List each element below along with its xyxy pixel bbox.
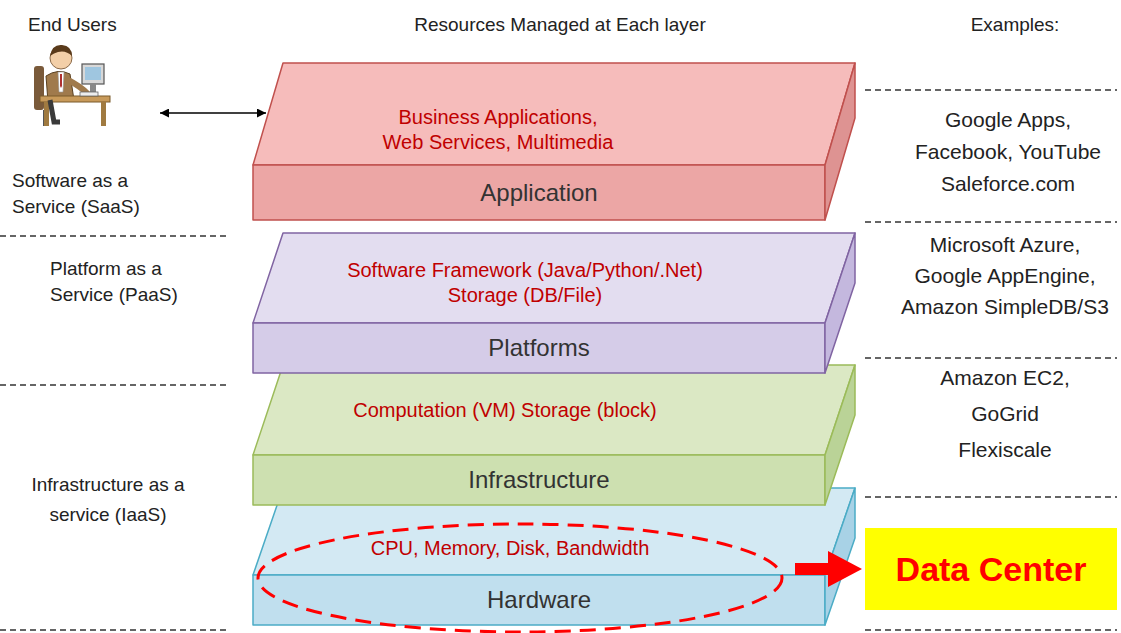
desk-top xyxy=(40,96,110,102)
user-arm xyxy=(68,80,88,94)
column-heading: Examples: xyxy=(971,12,1060,38)
text-area: Software Framework (Java/Python/.Net) St… xyxy=(340,258,710,308)
slab-side-face xyxy=(825,63,855,220)
service-model-name: Infrastructure as a service (IaaS) xyxy=(19,470,197,530)
column-heading: Resources Managed at Each layer xyxy=(414,12,706,38)
data-center-label: Data Center xyxy=(896,549,1087,589)
infrastructure-layer: Computation (VM) Storage (block) Infrastr… xyxy=(253,365,855,505)
separator-lines xyxy=(0,90,1117,630)
text-area: Platforms xyxy=(488,333,589,363)
column-heading: End Users xyxy=(28,12,117,38)
example-list: Amazon EC2, GoGrid Flexiscale xyxy=(933,360,1078,468)
layer-resources: CPU, Memory, Disk, Bandwidth xyxy=(371,536,650,561)
layer-name: Platforms xyxy=(488,333,589,363)
slab-top-face xyxy=(253,233,855,323)
data-center-box: Data Center xyxy=(865,528,1117,610)
layer-name: Application xyxy=(480,178,597,208)
monitor-screen xyxy=(85,67,101,80)
slab-side-face xyxy=(825,233,855,373)
layer-name: Infrastructure xyxy=(468,465,609,495)
separator-line xyxy=(865,629,1117,630)
desk-leg xyxy=(101,102,106,126)
separator-line xyxy=(865,496,1117,497)
layer-name: Hardware xyxy=(487,585,591,615)
highlight-ellipse xyxy=(258,524,782,632)
label-area: Platform as a Service (PaaS) xyxy=(50,256,188,308)
layer-resources: Business Applications, Web Services, Mul… xyxy=(376,105,621,155)
chair-back xyxy=(34,66,44,110)
separator-line xyxy=(0,384,230,385)
monitor xyxy=(82,64,104,84)
text-area: Hardware xyxy=(487,585,591,615)
layer-resources: Software Framework (Java/Python/.Net) St… xyxy=(340,258,710,308)
slab-front-face xyxy=(253,455,825,505)
text-area: Application xyxy=(480,178,597,208)
keyboard xyxy=(80,92,98,96)
example-list: Google Apps, Facebook, YouTube Saleforce… xyxy=(908,104,1108,200)
separator-line xyxy=(865,89,1117,90)
end-user-figure xyxy=(34,45,110,126)
separator-line xyxy=(865,221,1117,222)
slab-top-face xyxy=(253,63,855,165)
label-area: Software as a Service (SaaS) xyxy=(12,168,150,220)
separator-line xyxy=(0,235,230,236)
slab-front-face xyxy=(253,323,825,373)
user-interaction-arrow xyxy=(160,112,266,114)
example-list: Microsoft Azure, Google AppEngine, Amazo… xyxy=(898,229,1113,322)
label-area: Resources Managed at Each layer xyxy=(414,12,706,38)
service-model-name: Platform as a Service (PaaS) xyxy=(50,256,188,308)
user-tie xyxy=(60,74,62,88)
slab-front-face xyxy=(253,165,825,220)
label-area: Infrastructure as a service (IaaS) xyxy=(19,470,197,530)
label-area: Google Apps, Facebook, YouTube Saleforce… xyxy=(908,104,1108,200)
separator-line xyxy=(865,357,1117,358)
desk-leg xyxy=(44,102,49,126)
separator-line xyxy=(0,629,230,630)
slab-side-face xyxy=(825,488,855,625)
monitor-stand xyxy=(90,84,96,92)
platform-layer: Software Framework (Java/Python/.Net) St… xyxy=(253,233,855,373)
slab-top-face xyxy=(253,365,855,455)
flow-arrow xyxy=(795,563,842,575)
label-area: Microsoft Azure, Google AppEngine, Amazo… xyxy=(898,229,1113,322)
user-hair xyxy=(50,45,72,56)
slab-side-face xyxy=(825,365,855,505)
chair-leg xyxy=(43,110,45,126)
slab-front-face xyxy=(253,575,825,625)
user-shirt xyxy=(58,72,64,92)
text-area: Business Applications, Web Services, Mul… xyxy=(376,105,621,155)
label-area: Examples: xyxy=(971,12,1060,38)
user-head xyxy=(50,47,72,69)
label-area: Amazon EC2, GoGrid Flexiscale xyxy=(933,360,1078,468)
text-area: Computation (VM) Storage (block) xyxy=(353,398,656,423)
text-area: Infrastructure xyxy=(468,465,609,495)
layer-resources: Computation (VM) Storage (block) xyxy=(353,398,656,423)
hardware-layer: CPU, Memory, Disk, BandwidthHardware xyxy=(253,488,855,625)
slab-top-face xyxy=(253,488,855,575)
application-layer: Business Applications, Web Services, Mul… xyxy=(253,63,855,220)
label-area: End Users xyxy=(28,12,117,38)
text-area: CPU, Memory, Disk, Bandwidth xyxy=(371,536,650,561)
service-model-name: Software as a Service (SaaS) xyxy=(12,168,150,220)
user-jacket xyxy=(46,71,74,102)
user-legs xyxy=(50,100,60,122)
text-area: Data Center xyxy=(896,549,1087,589)
